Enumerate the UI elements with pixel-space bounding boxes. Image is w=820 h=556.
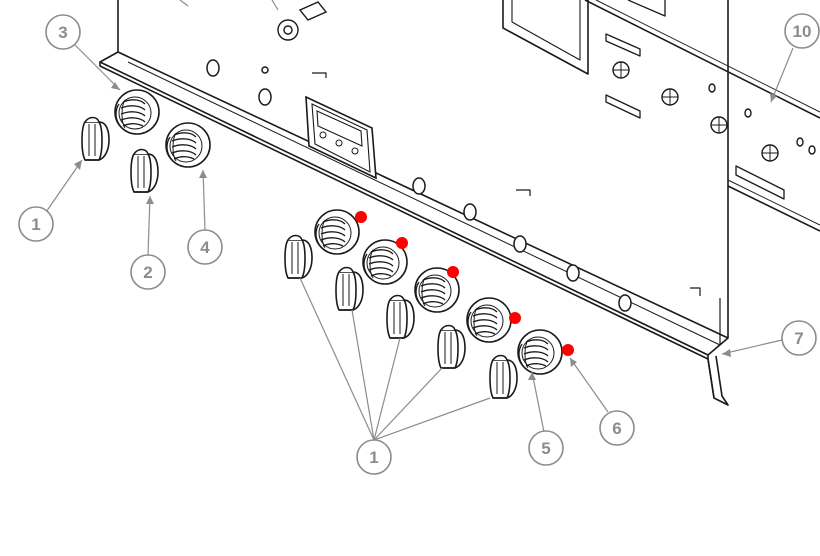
- red-markers: [355, 211, 574, 356]
- callout-c2: 2: [130, 254, 166, 290]
- callouts: 1 2 3 4 1 5 6 7: [18, 13, 820, 475]
- spring-bezel: [466, 297, 512, 343]
- red-marker: [355, 211, 367, 223]
- control-knob: [437, 324, 466, 369]
- spring-bezel: [165, 122, 211, 168]
- callout-label: 1: [31, 215, 40, 234]
- leader-arrowheads: [74, 82, 777, 380]
- leader-lines: [43, 43, 794, 441]
- callout-c1a: 1: [18, 206, 54, 242]
- back-panel-holes: [612, 61, 816, 162]
- callout-label: 3: [58, 23, 67, 42]
- callout-label: 1: [369, 448, 378, 467]
- control-knob: [335, 266, 364, 311]
- red-marker: [447, 266, 459, 278]
- callout-label: 5: [541, 439, 550, 458]
- callout-c5: 5: [528, 430, 564, 466]
- control-panel: [99, 0, 729, 406]
- spring-bezel: [114, 89, 160, 135]
- callout-label: 7: [794, 329, 803, 348]
- control-knob: [386, 294, 415, 339]
- callout-c7: 7: [781, 320, 817, 356]
- callout-label: 4: [200, 238, 210, 257]
- ignition-switch-partial: [179, 0, 328, 41]
- spring-bezel: [517, 329, 563, 375]
- callout-c3: 3: [45, 14, 81, 50]
- panel-holes: [206, 59, 632, 312]
- callout-c1b: 1: [356, 439, 392, 475]
- red-marker: [396, 237, 408, 249]
- callout-c6: 6: [599, 410, 635, 446]
- display-module: [305, 95, 377, 180]
- control-knob: [489, 354, 518, 399]
- back-panel: [502, 0, 820, 232]
- red-marker: [509, 312, 521, 324]
- control-knob: [284, 234, 313, 279]
- red-marker: [562, 344, 574, 356]
- control-knob: [81, 116, 110, 161]
- callout-label: 2: [143, 263, 152, 282]
- control-knob: [130, 148, 159, 193]
- spring-bezel: [314, 209, 360, 255]
- callout-c4: 4: [187, 229, 223, 265]
- callout-label: 6: [612, 419, 621, 438]
- callout-label: 10: [793, 22, 812, 41]
- callout-c10: 10: [784, 13, 820, 49]
